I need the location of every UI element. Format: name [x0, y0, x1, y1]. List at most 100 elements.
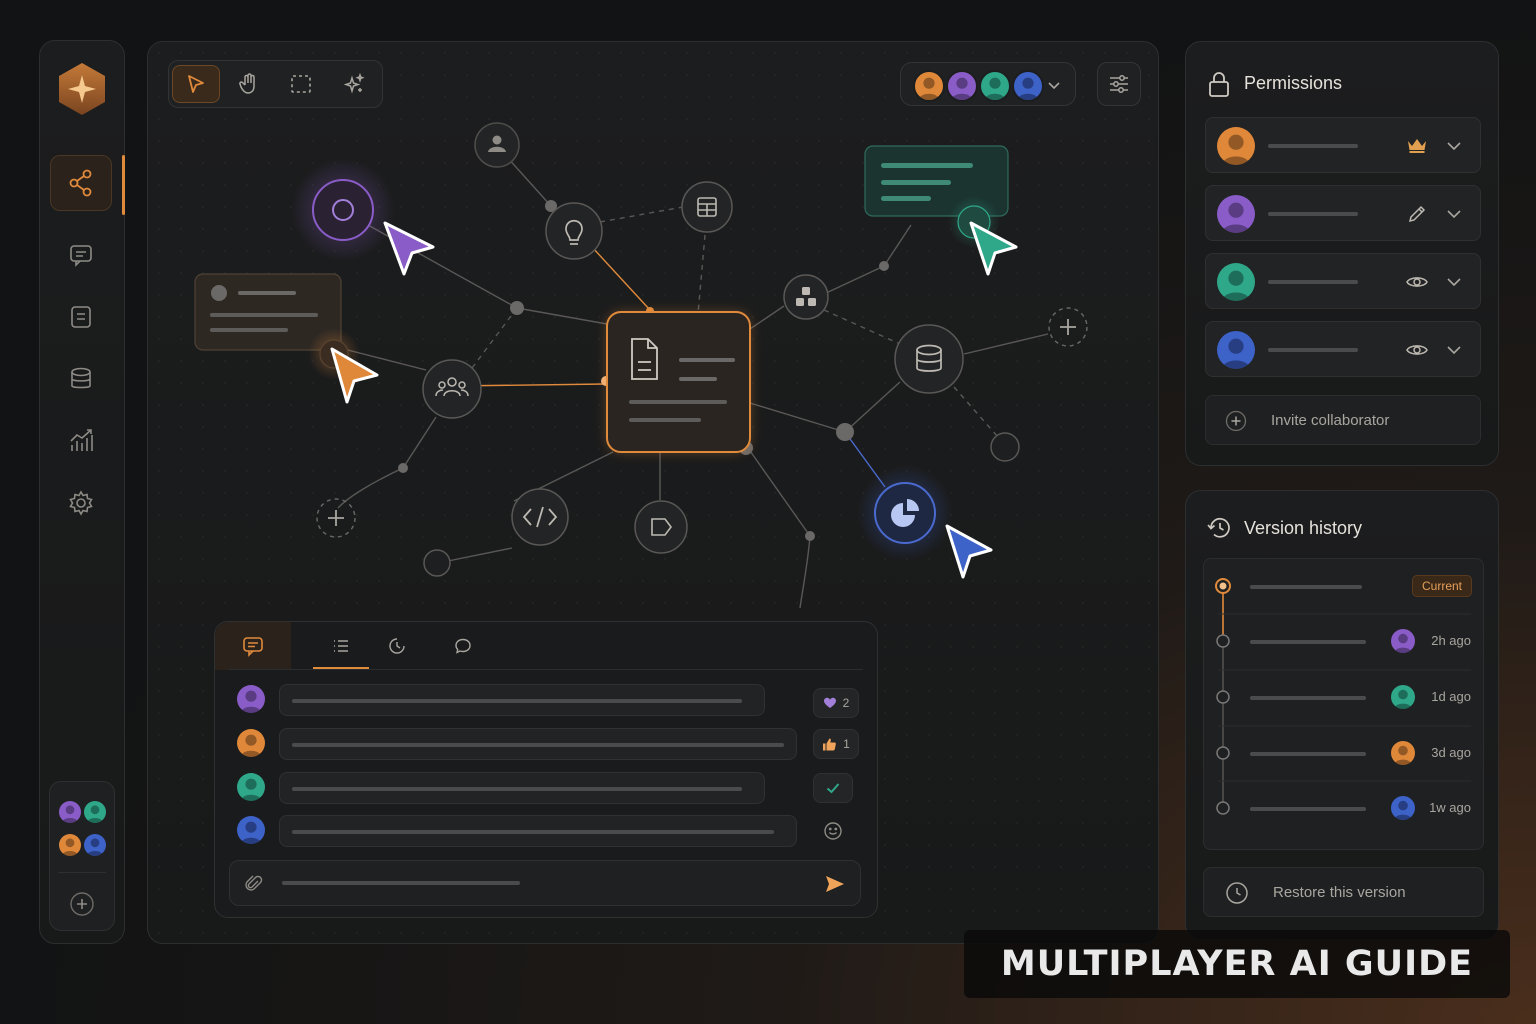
- tag-node[interactable]: [634, 500, 688, 554]
- collaborator-avatar-orange[interactable]: [913, 70, 945, 102]
- paperclip-icon[interactable]: [244, 874, 264, 894]
- document-icon: [71, 306, 91, 328]
- marquee-tool-button[interactable]: [277, 65, 325, 103]
- thumbs-up-icon: [823, 738, 836, 750]
- analytics-nav-button[interactable]: [50, 413, 112, 469]
- code-node[interactable]: [511, 488, 569, 546]
- permission-row-viewer[interactable]: [1205, 321, 1481, 377]
- version-row[interactable]: 1d ago: [1204, 670, 1483, 726]
- chat-icon: [70, 245, 92, 267]
- comment-row[interactable]: [235, 726, 815, 762]
- table-node[interactable]: [681, 181, 733, 233]
- add-node-button-right[interactable]: [1048, 307, 1088, 347]
- analytics-chart-icon: [70, 429, 93, 451]
- purple-user-cursor-icon: [383, 221, 435, 276]
- guide-caption: MULTIPLAYER AI GUIDE: [964, 930, 1510, 998]
- team-node[interactable]: [422, 359, 482, 419]
- share-graph-icon: [69, 169, 92, 197]
- database-icon: [71, 367, 91, 389]
- empty-node[interactable]: [990, 432, 1020, 462]
- permission-row-owner[interactable]: [1205, 117, 1481, 173]
- central-document-node[interactable]: [606, 311, 751, 453]
- pan-tool-button[interactable]: [225, 65, 273, 103]
- speech-bubble-icon: [455, 638, 471, 654]
- tab-comments[interactable]: [215, 622, 291, 670]
- plus-circle-icon: [1225, 410, 1247, 432]
- blue-collaborator-node[interactable]: [857, 465, 953, 561]
- add-node-button-left[interactable]: [316, 498, 356, 538]
- rail-active-indicator: [122, 155, 125, 215]
- tab-history[interactable]: [369, 622, 425, 670]
- org-node[interactable]: [783, 274, 829, 320]
- permission-row-viewer[interactable]: [1205, 253, 1481, 309]
- database-nav-button[interactable]: [50, 351, 112, 407]
- user-avatar-orange[interactable]: [59, 834, 81, 856]
- user-node[interactable]: [474, 122, 520, 168]
- presence-avatars[interactable]: [900, 62, 1076, 106]
- comments-nav-button[interactable]: [50, 227, 112, 283]
- gear-icon: [69, 490, 93, 516]
- add-reaction-button[interactable]: [813, 816, 853, 846]
- settings-nav-button[interactable]: [50, 475, 112, 531]
- database-node[interactable]: [894, 324, 964, 394]
- select-tool-button[interactable]: [172, 65, 220, 103]
- idea-node[interactable]: [545, 202, 603, 260]
- restore-version-button[interactable]: Restore this version: [1203, 867, 1484, 917]
- chevron-down-icon[interactable]: [1446, 206, 1462, 222]
- add-user-icon[interactable]: [68, 890, 96, 918]
- version-timestamp: 3d ago: [1431, 745, 1471, 760]
- send-icon[interactable]: [824, 873, 846, 895]
- heart-reaction-button[interactable]: 2: [813, 688, 859, 718]
- version-row[interactable]: 1w ago: [1204, 781, 1483, 837]
- comment-composer[interactable]: [229, 860, 861, 906]
- document-icon: [631, 338, 658, 380]
- collaborator-avatar-purple[interactable]: [946, 70, 978, 102]
- user-avatar-green[interactable]: [84, 801, 106, 823]
- comment-row[interactable]: [235, 770, 795, 806]
- comment-avatar: [237, 773, 265, 801]
- thumbs-up-reaction-button[interactable]: 1: [813, 729, 859, 759]
- empty-node[interactable]: [423, 549, 451, 577]
- resolve-button[interactable]: [813, 773, 853, 803]
- comment-bubble: [279, 728, 797, 760]
- canvas-toolbar: [168, 60, 383, 108]
- ai-tool-button[interactable]: [330, 65, 378, 103]
- version-row[interactable]: 2h ago: [1204, 614, 1483, 670]
- collaborator-avatar-blue[interactable]: [1012, 70, 1044, 102]
- comment-row[interactable]: [235, 682, 795, 718]
- chevron-down-icon[interactable]: [1047, 78, 1061, 92]
- chevron-down-icon[interactable]: [1446, 274, 1462, 290]
- tab-list[interactable]: [313, 622, 369, 670]
- pencil-icon: [1408, 205, 1426, 223]
- member-avatar: [1217, 195, 1255, 233]
- invite-collaborator-button[interactable]: Invite collaborator: [1205, 395, 1481, 445]
- version-row-current[interactable]: Current: [1204, 559, 1483, 615]
- target-icon: [332, 199, 354, 221]
- permission-row-editor[interactable]: [1205, 185, 1481, 241]
- canvas-settings-button[interactable]: [1097, 62, 1141, 106]
- heart-reaction-count: 2: [842, 696, 850, 710]
- comment-avatar: [237, 729, 265, 757]
- comment-row[interactable]: [235, 813, 815, 849]
- user-avatar-blue[interactable]: [84, 834, 106, 856]
- database-icon: [916, 344, 942, 372]
- code-icon: [522, 506, 558, 528]
- current-version-badge: Current: [1411, 575, 1472, 597]
- collaborator-avatar-green[interactable]: [979, 70, 1011, 102]
- composer-input-placeholder[interactable]: [282, 881, 520, 885]
- org-chart-icon: [796, 287, 816, 306]
- member-avatar: [1217, 263, 1255, 301]
- version-row[interactable]: 3d ago: [1204, 726, 1483, 782]
- user-avatar-purple[interactable]: [59, 801, 81, 823]
- purple-collaborator-node[interactable]: [291, 158, 395, 262]
- divider: [229, 669, 863, 670]
- documents-nav-button[interactable]: [50, 289, 112, 345]
- chevron-down-icon[interactable]: [1446, 138, 1462, 154]
- divider: [58, 872, 106, 873]
- sliders-icon: [1110, 75, 1128, 93]
- chevron-down-icon[interactable]: [1446, 342, 1462, 358]
- app-logo-icon[interactable]: [56, 61, 108, 117]
- graph-nav-button[interactable]: [50, 155, 112, 211]
- orange-user-note-card[interactable]: [194, 273, 342, 351]
- tab-messages[interactable]: [435, 622, 491, 670]
